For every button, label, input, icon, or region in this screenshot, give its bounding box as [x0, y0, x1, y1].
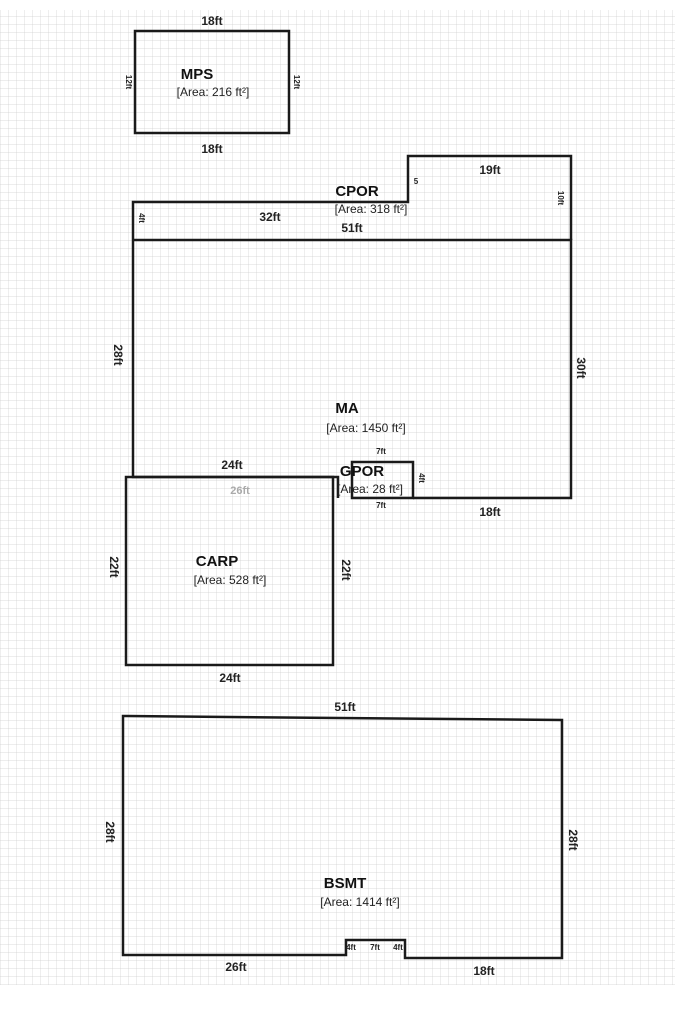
bsmt-bottom-left-dim: 26ft: [225, 960, 246, 974]
ma-area: [Area: 1450 ft²]: [326, 421, 405, 435]
cpor-name: CPOR: [335, 183, 379, 200]
bsmt-outline: [121, 714, 564, 960]
bsmt-left-dim: 28ft: [103, 821, 117, 842]
mps-bottom-dim: 18ft: [201, 142, 222, 156]
ma-ghost-dim: 26ft: [230, 485, 250, 497]
carp-name: CARP: [196, 553, 239, 570]
mps-area: [Area: 216 ft²]: [177, 85, 250, 99]
gpor-area: [Area: 28 ft²]: [337, 482, 403, 496]
bsmt-name: BSMT: [324, 875, 367, 892]
gpor-outline: [350, 460, 415, 500]
mps-top-dim: 18ft: [201, 14, 222, 28]
gpor-top-dim: 7ft: [376, 447, 386, 456]
bsmt-notch-top-dim: 7ft: [370, 943, 380, 952]
carp-outline: [124, 475, 335, 667]
bsmt-right-dim: 28ft: [566, 829, 580, 850]
room-gpor: GPOR [Area: 28 ft²] 7ft 7ft 4ft: [337, 447, 426, 510]
room-bsmt: BSMT [Area: 1414 ft²] 51ft 28ft 28ft 26f…: [103, 700, 580, 978]
bsmt-bottom-right-dim: 18ft: [473, 964, 494, 978]
cpor-outline: [131, 154, 573, 240]
ma-right-dim: 30ft: [574, 357, 588, 378]
bsmt-area: [Area: 1414 ft²]: [320, 895, 399, 909]
ma-bottom-right-dim: 18ft: [479, 505, 500, 519]
mps-left-dim: 12ft: [124, 75, 133, 90]
cpor-strip-top-dim: 32ft: [259, 210, 280, 224]
carp-right-dim: 22ft: [339, 559, 353, 580]
mps-name: MPS: [181, 66, 214, 83]
bsmt-top-dim: 51ft: [334, 700, 355, 714]
carp-left-dim: 22ft: [107, 556, 121, 577]
mps-outline: [133, 29, 291, 135]
gpor-name: GPOR: [340, 463, 384, 480]
carp-bottom-dim: 24ft: [219, 671, 240, 685]
ma-outline-top-right: [133, 238, 573, 500]
cpor-upper-right-dim: 10ft: [556, 191, 565, 206]
carp-area: [Area: 528 ft²]: [194, 573, 267, 587]
cpor-bottom-dim: 51ft: [341, 221, 362, 235]
ma-bottom-left-dim: 24ft: [221, 458, 242, 472]
cpor-area: [Area: 318 ft²]: [335, 202, 408, 216]
room-cpor: CPOR [Area: 318 ft²] 32ft 51ft 19ft 5 10…: [131, 154, 573, 240]
mps-right-dim: 12ft: [292, 75, 301, 90]
cpor-upper-left-dim: 5: [414, 177, 419, 186]
gpor-bottom-dim: 7ft: [376, 501, 386, 510]
room-carp: CARP [Area: 528 ft²] 22ft 22ft 24ft: [107, 475, 353, 685]
room-mps: MPS [Area: 216 ft²] 18ft 18ft 12ft 12ft: [124, 14, 301, 156]
cpor-upper-top-dim: 19ft: [479, 163, 500, 177]
gpor-right-dim: 4ft: [417, 473, 426, 483]
ma-name: MA: [335, 400, 358, 417]
ma-left-dim: 28ft: [111, 344, 125, 365]
bsmt-notch-left-dim: 4ft: [346, 943, 356, 952]
bsmt-notch-right-dim: 4ft: [393, 943, 403, 952]
cpor-strip-left-dim: 4ft: [137, 213, 146, 223]
